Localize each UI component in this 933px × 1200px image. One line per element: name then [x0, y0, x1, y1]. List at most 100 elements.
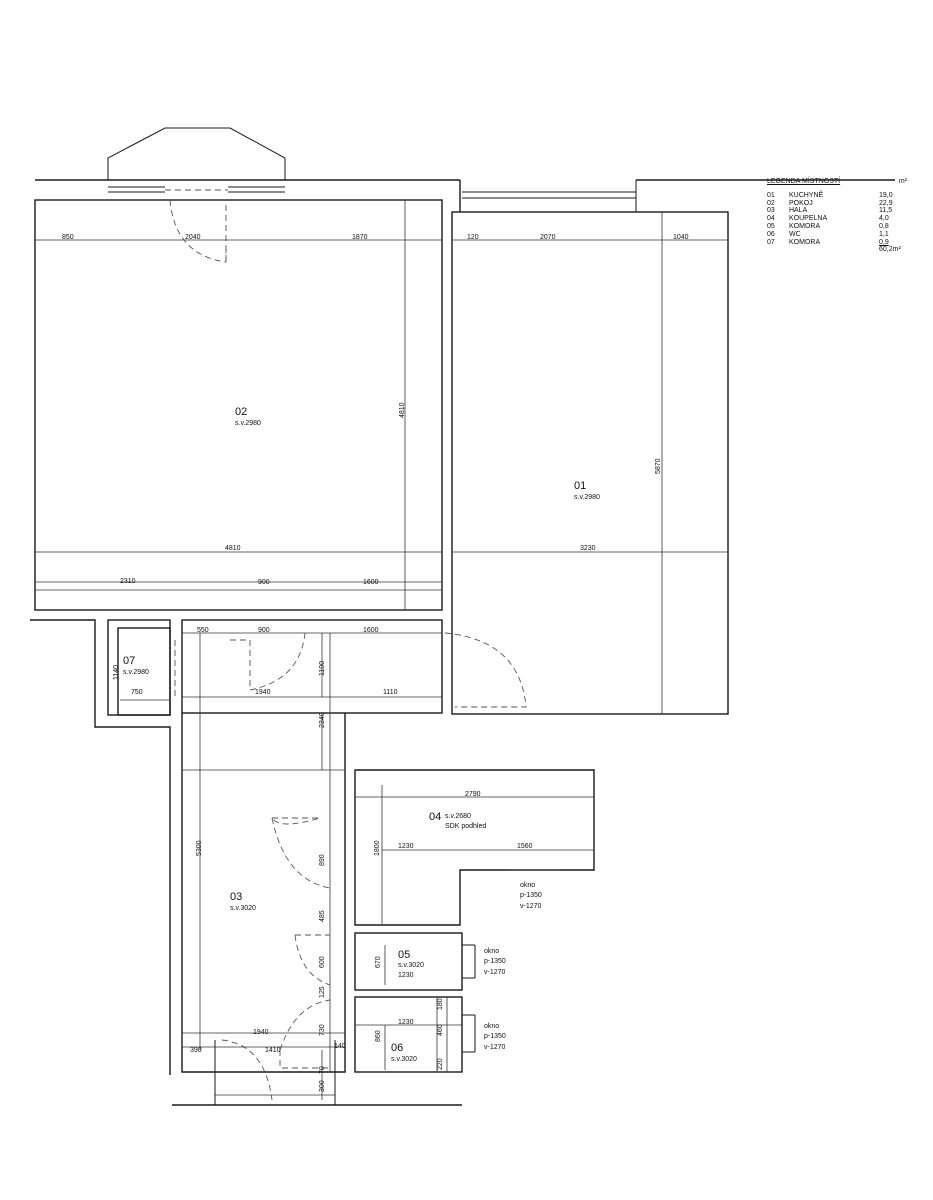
legend-name: KOUPELNA	[789, 215, 828, 223]
dim-3230: 3230	[580, 545, 596, 552]
dim-900-a: 900	[258, 579, 270, 586]
dim-485-v: 485	[319, 910, 326, 922]
dim-4810-v: 4810	[399, 402, 406, 418]
window-06-v: v-1270	[484, 1044, 506, 1051]
legend-area: 22,9	[879, 199, 893, 207]
room-03-height: s.v.3020	[230, 905, 256, 912]
legend-row: 05 KOMORA 0,8	[767, 223, 907, 231]
legend-name: KOMORA	[789, 222, 821, 230]
dim-1040: 1040	[673, 234, 689, 241]
dim-730-v: 730	[319, 1024, 326, 1036]
legend-area: 4,0	[879, 215, 889, 223]
dim-4810-h: 4810	[225, 545, 241, 552]
room-06-number: 06	[391, 1042, 403, 1054]
legend-number: 02	[767, 199, 775, 207]
dim-1940-b: 1940	[253, 1029, 269, 1036]
dim-850: 850	[62, 234, 74, 241]
dim-1940-a: 1940	[255, 689, 271, 696]
dim-900-b: 900	[258, 627, 270, 634]
legend-number: 05	[767, 222, 775, 230]
room-05-walls	[354, 932, 476, 991]
legend-area: 1,1	[879, 230, 889, 238]
window-04-v: v-1270	[520, 903, 542, 910]
dimension-texts: 850 2040 1870 120 2070 1040 4810 3230 23…	[62, 234, 689, 1054]
legend-total: 60,2m²	[879, 246, 901, 254]
dim-1870: 1870	[352, 234, 368, 241]
legend-area: 11,5	[879, 207, 893, 215]
legend-row: 03 HALA 11,5	[767, 207, 907, 215]
dim-550: 550	[197, 627, 209, 634]
dimension-texts-vertical: 4810 5870 1140 1100 2340 5300 1800 890 4…	[113, 402, 662, 1092]
legend-number: 04	[767, 215, 775, 223]
dim-460-v: 460	[437, 1024, 444, 1036]
room-labels: 02 s.v.2980 01 s.v.2980 07 s.v.2980 03 s…	[123, 406, 600, 1063]
legend-number: 06	[767, 230, 775, 238]
dim-5300-v: 5300	[196, 840, 203, 856]
room-05-number: 05	[398, 949, 410, 961]
window-06-label: okno	[484, 1023, 499, 1030]
dim-70-v: 70	[319, 1066, 326, 1074]
room-02-walls	[34, 199, 443, 611]
room-04-note: SDK podhled	[445, 823, 486, 830]
window-notes: okno p-1350 v-1270 okno p-1350 v-1270 ok…	[484, 882, 542, 1051]
legend-row: 04 KOUPELNA 4,0	[767, 215, 907, 223]
legend-name: WC	[789, 230, 801, 238]
room-07-walls	[30, 619, 171, 1075]
room-01-height: s.v.2980	[574, 494, 600, 501]
legend-number: 03	[767, 207, 775, 215]
room-02-height: s.v.2980	[235, 420, 261, 427]
dim-670-v: 670	[375, 956, 382, 968]
legend-area: 0,8	[879, 222, 889, 230]
legend-row: 06 WC 1,1	[767, 231, 907, 239]
dim-2040: 2040	[185, 234, 201, 241]
dim-1100-v: 1100	[319, 661, 326, 676]
room-07-height: s.v.2980	[123, 669, 149, 676]
dimension-lines	[35, 200, 728, 1100]
dim-125-v: 125	[319, 986, 326, 998]
window-04-label: okno	[520, 882, 535, 889]
legend-unit: m²	[898, 178, 907, 185]
dim-600-v: 600	[319, 956, 326, 968]
dim-1140-v: 1140	[113, 665, 120, 680]
dim-220-v: 220	[437, 1058, 444, 1070]
dim-750: 750	[131, 689, 143, 696]
door-swing-02-window	[169, 199, 227, 263]
door-swings-hall	[174, 632, 527, 1101]
dim-1800-v: 1800	[374, 840, 381, 856]
window-06-p: p-1350	[484, 1033, 506, 1040]
dim-860-v: 860	[375, 1030, 382, 1042]
room-04-height: s.v.2680	[445, 813, 471, 820]
dim-120: 120	[467, 234, 479, 241]
dim-1410: 1410	[265, 1047, 281, 1054]
dim-2790: 2790	[465, 791, 481, 798]
room-04-number: 04	[429, 811, 441, 823]
dim-140: 140	[334, 1043, 346, 1050]
dim-2310: 2310	[120, 578, 136, 585]
dim-2340-v: 2340	[319, 712, 326, 728]
bay-window	[107, 127, 286, 193]
legend-name: KOMORA	[789, 238, 821, 246]
dim-180-v: 180	[437, 998, 444, 1010]
room-07-number: 07	[123, 655, 135, 667]
legend-name: HALA	[789, 207, 808, 215]
window-04-p: p-1350	[520, 892, 542, 899]
dim-1230-b: 1230	[398, 972, 414, 979]
legend-area: 0,9	[879, 238, 889, 246]
room-06-walls	[354, 996, 476, 1073]
dim-2070: 2070	[540, 234, 556, 241]
window-05-v: v-1270	[484, 969, 506, 976]
dim-5870-v: 5870	[655, 458, 662, 474]
room-01-number: 01	[574, 480, 586, 492]
dim-300-v: 300	[319, 1080, 326, 1092]
dim-1600-a: 1600	[363, 579, 379, 586]
room-04-walls	[354, 769, 595, 926]
legend-title: LEGENDA MÍSTNOSTÍ	[767, 178, 841, 185]
legend-header: LEGENDA MÍSTNOSTÍ m²	[767, 178, 907, 186]
facade-walls	[35, 179, 895, 212]
